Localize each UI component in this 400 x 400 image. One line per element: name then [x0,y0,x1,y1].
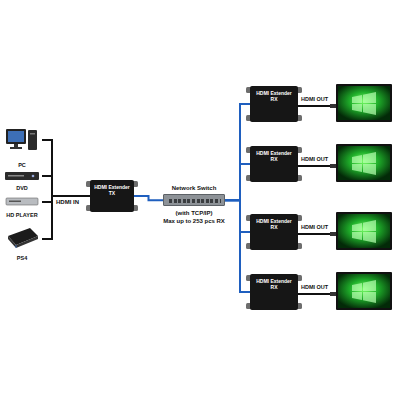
source-device: PC [2,128,42,168]
output-label: HDMI OUT [301,156,328,163]
extender-label: HDMI Extender RX [253,278,295,291]
extender-label: HDMI Extender RX [253,218,295,231]
device-label: HD PLAYER [6,212,37,218]
network-note: (with TCP/IP) [176,210,213,217]
hdmi-cable [42,176,90,196]
network-switch: Network Switch [160,185,228,206]
source-device: HD PLAYER [2,197,42,218]
network-cable [134,196,163,200]
output-label: HDMI OUT [301,224,328,231]
extender-label: HDMI Extender RX [253,150,295,163]
output-label: HDMI OUT [301,284,328,291]
extender-label: HDMI Extender RX [253,90,295,103]
network-cable [225,104,250,200]
extender-box: HDMI Extender TX [90,180,134,212]
output-label: HDMI OUT [301,96,328,103]
extender-label: HDMI Extender TX [93,184,131,197]
device-label: PC [18,162,26,168]
pc-icon [6,129,37,150]
device-label: PS4 [17,255,27,261]
network-note: Max up to 253 pcs RX [163,218,225,225]
receiver-side-illustration [246,84,392,310]
input-label: HDMI IN [56,199,79,206]
extender-box: HDMI Extender RX [250,146,298,182]
switch-body [163,194,225,206]
extender-box: HDMI Extender RX [250,274,298,310]
device-label: DVD [16,185,28,191]
hdmi-cable [42,140,90,196]
source-device: PS4 [2,225,42,261]
hdmi-cable [42,196,90,239]
hd-player-icon [6,198,38,205]
switch-label: Network Switch [172,185,217,192]
mounting-ears [86,181,138,211]
network-cable [225,164,250,200]
source-device: DVD [2,171,42,191]
extender-box: HDMI Extender RX [250,86,298,122]
ps4-icon [8,228,38,248]
network-cable [225,200,250,292]
network-cable [225,200,250,232]
extender-box: HDMI Extender RX [250,214,298,250]
dvd-icon [5,172,39,180]
